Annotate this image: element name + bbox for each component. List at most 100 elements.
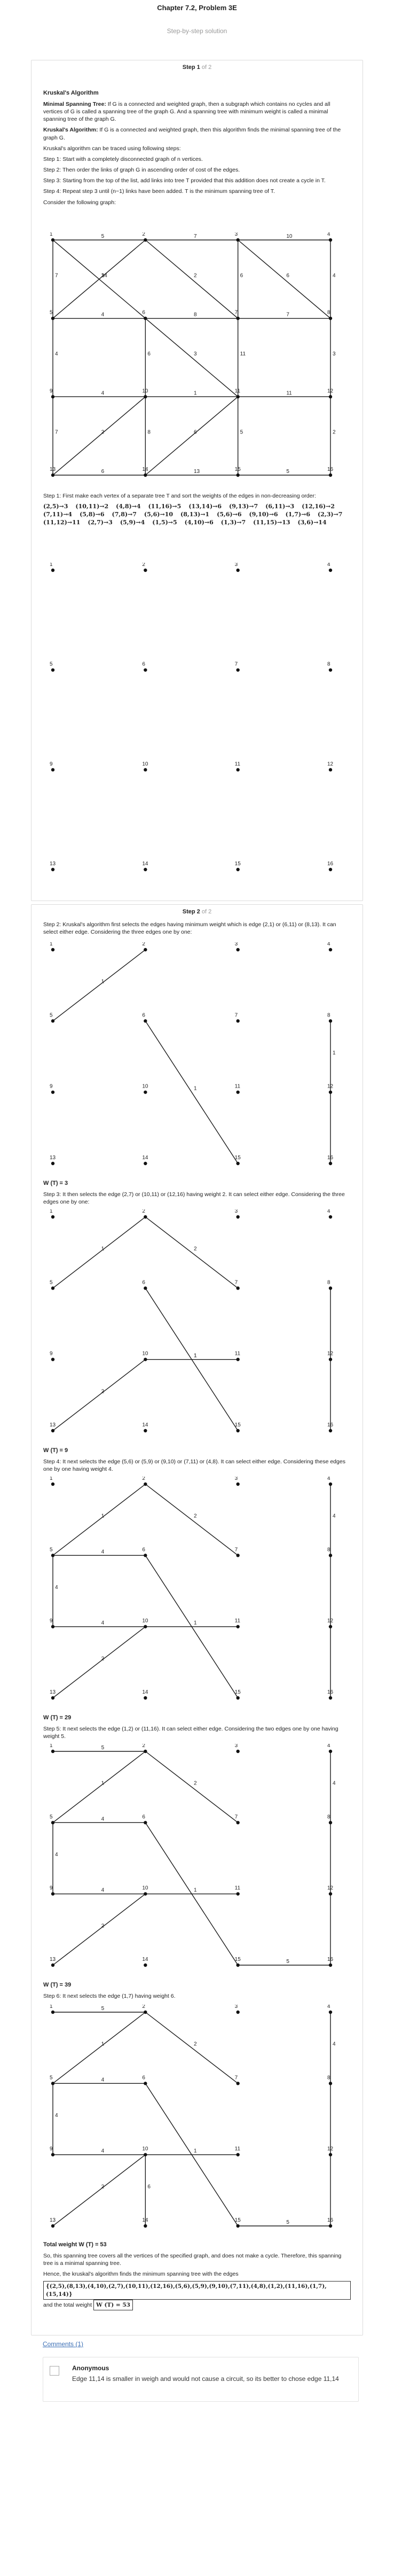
graph-vertex xyxy=(328,1696,333,1700)
edge-weight-label: 2 xyxy=(101,1656,105,1662)
graph-vertex xyxy=(236,2153,240,2156)
graph-vertex xyxy=(236,1215,240,1219)
vertex-label: 13 xyxy=(50,467,56,472)
edge-weight-label: 2 xyxy=(101,430,105,436)
vertex-label: 11 xyxy=(235,388,241,394)
step-2-intro: Step 2: Kruskal's algorithm first select… xyxy=(43,921,351,939)
step-2-w4: W (T) = 39 Step 6: It next selects the e… xyxy=(43,1981,351,2003)
sorted-edge: (1,3)→7 xyxy=(220,518,246,526)
edge-weight-label: 1 xyxy=(101,2042,105,2047)
edge-weight-label: 3 xyxy=(194,351,197,357)
definition-mst-text: If G is a connected and weighted graph, … xyxy=(43,100,330,123)
vertex-label: 11 xyxy=(235,2146,241,2152)
step-1-sort: Step 1: First make each vertex of a sepa… xyxy=(43,492,351,527)
graph-edge xyxy=(145,1216,239,1289)
step-2-conclusion: Total weight W (T) = 53 So, this spannin… xyxy=(43,2241,351,2314)
algo-step-1: Step 1: Start with a completely disconne… xyxy=(43,156,203,162)
edge-weight-label: 2 xyxy=(101,1388,105,1394)
graph-vertex xyxy=(236,1821,240,1825)
edge-weight-label: 7 xyxy=(194,234,197,239)
graph-vertex xyxy=(51,1892,55,1896)
graph-vertex xyxy=(236,1090,240,1094)
graph-edge xyxy=(145,239,239,319)
vertex-label: 9 xyxy=(50,1351,53,1357)
graph-vertex xyxy=(144,2082,147,2085)
vertex-label: 4 xyxy=(327,1744,330,1749)
graph-vertex xyxy=(328,2010,333,2014)
intro-text: Kruskal's algorithm can be traced using … xyxy=(43,145,181,152)
graph-vertex xyxy=(328,2153,333,2156)
weight-total-2: W (T) = 9 xyxy=(43,1447,68,1454)
graph-edge xyxy=(145,1751,239,1823)
vertex-label: 2 xyxy=(142,2005,145,2009)
graph-vertex xyxy=(328,1019,333,1023)
vertex-label: 6 xyxy=(142,310,145,316)
graph-vertex xyxy=(51,1357,55,1361)
vertex-label: 7 xyxy=(235,310,238,316)
graph-vertex xyxy=(144,1482,147,1486)
and-the-text: and the xyxy=(43,2301,62,2308)
sorted-edge: (8,13)→1 xyxy=(180,511,210,518)
graph-edge xyxy=(145,2012,239,2084)
edge-weight-label: 4 xyxy=(101,1620,105,1626)
sorted-edge: (2,5)→3 xyxy=(43,503,68,510)
graph-vertex xyxy=(51,867,55,872)
vertex-label: 10 xyxy=(142,761,148,767)
total-weight-label: total weight xyxy=(63,2301,92,2308)
graph-vertex xyxy=(328,1429,333,1433)
vertex-label: 15 xyxy=(235,467,241,472)
graph-vertex xyxy=(144,1161,147,1166)
vertex-label: 3 xyxy=(235,1209,238,1214)
vertex-label: 5 xyxy=(50,1279,53,1285)
vertex-label: 2 xyxy=(142,1744,145,1749)
graph-vertex xyxy=(236,1963,240,1967)
vertex-label: 8 xyxy=(327,662,330,668)
graph-vertex xyxy=(328,1821,333,1825)
vertex-label: 2 xyxy=(142,232,145,237)
graph-vertex xyxy=(144,316,147,320)
graph-vertex xyxy=(328,948,333,952)
vertex-label: 10 xyxy=(142,1886,148,1891)
edge-weight-label: 6 xyxy=(147,2184,151,2190)
sorted-edge: (11,16)→5 xyxy=(148,503,182,510)
step-1-card: Step 1 of 2 Kruskal's Algorithm Minimal … xyxy=(31,60,363,901)
graph-vertex xyxy=(144,2224,147,2228)
total-weight-answer: W (T) = 53 xyxy=(93,2299,133,2310)
vertex-label: 14 xyxy=(142,1689,148,1695)
graph-vertex xyxy=(328,668,333,672)
graph-vertex xyxy=(328,1215,333,1219)
graph-vertex xyxy=(144,2153,147,2156)
graph-edge xyxy=(145,1484,239,1556)
vertex-label: 16 xyxy=(327,467,334,472)
sorted-edge-list: (2,5)→3(10,11)→2(4,8)→4(11,16)→5(13,14)→… xyxy=(43,503,351,527)
edge-weight-label: 2 xyxy=(194,2042,197,2047)
vertex-label: 14 xyxy=(142,1422,148,1428)
graph-vertex xyxy=(236,395,240,399)
vertex-label: 1 xyxy=(50,232,53,237)
vertex-label: 16 xyxy=(327,1689,334,1695)
definition-kruskal-title: Kruskal's Algorithm: xyxy=(43,127,98,134)
edge-weight-label: 6 xyxy=(286,273,289,278)
sorted-edge: (1,5)→5 xyxy=(152,518,177,526)
edge-weight-label: 13 xyxy=(194,469,200,475)
vertex-label: 8 xyxy=(327,1279,330,1285)
conclusion-text-1: So, this spanning tree covers all the ve… xyxy=(43,2252,342,2267)
comment-checkbox[interactable] xyxy=(50,2366,59,2376)
step5-text: Step 5: It next selects the edge (1,2) o… xyxy=(43,1725,338,1740)
vertex-label: 8 xyxy=(327,1547,330,1553)
edge-weight-label: 1 xyxy=(194,1353,197,1359)
vertex-label: 7 xyxy=(235,1012,238,1018)
comments-link[interactable]: Comments (1) xyxy=(43,2340,84,2348)
vertex-label: 12 xyxy=(327,761,334,767)
graph-vertex xyxy=(236,473,240,477)
vertex-label: 2 xyxy=(142,563,145,568)
vertex-label: 8 xyxy=(327,1814,330,1820)
vertex-label: 3 xyxy=(235,1744,238,1749)
edge-weight-label: 4 xyxy=(55,351,58,357)
vertex-label: 2 xyxy=(142,1477,145,1481)
vertex-label: 3 xyxy=(235,2005,238,2009)
graph-vertex xyxy=(51,1554,55,1557)
vertex-label: 9 xyxy=(50,388,53,394)
